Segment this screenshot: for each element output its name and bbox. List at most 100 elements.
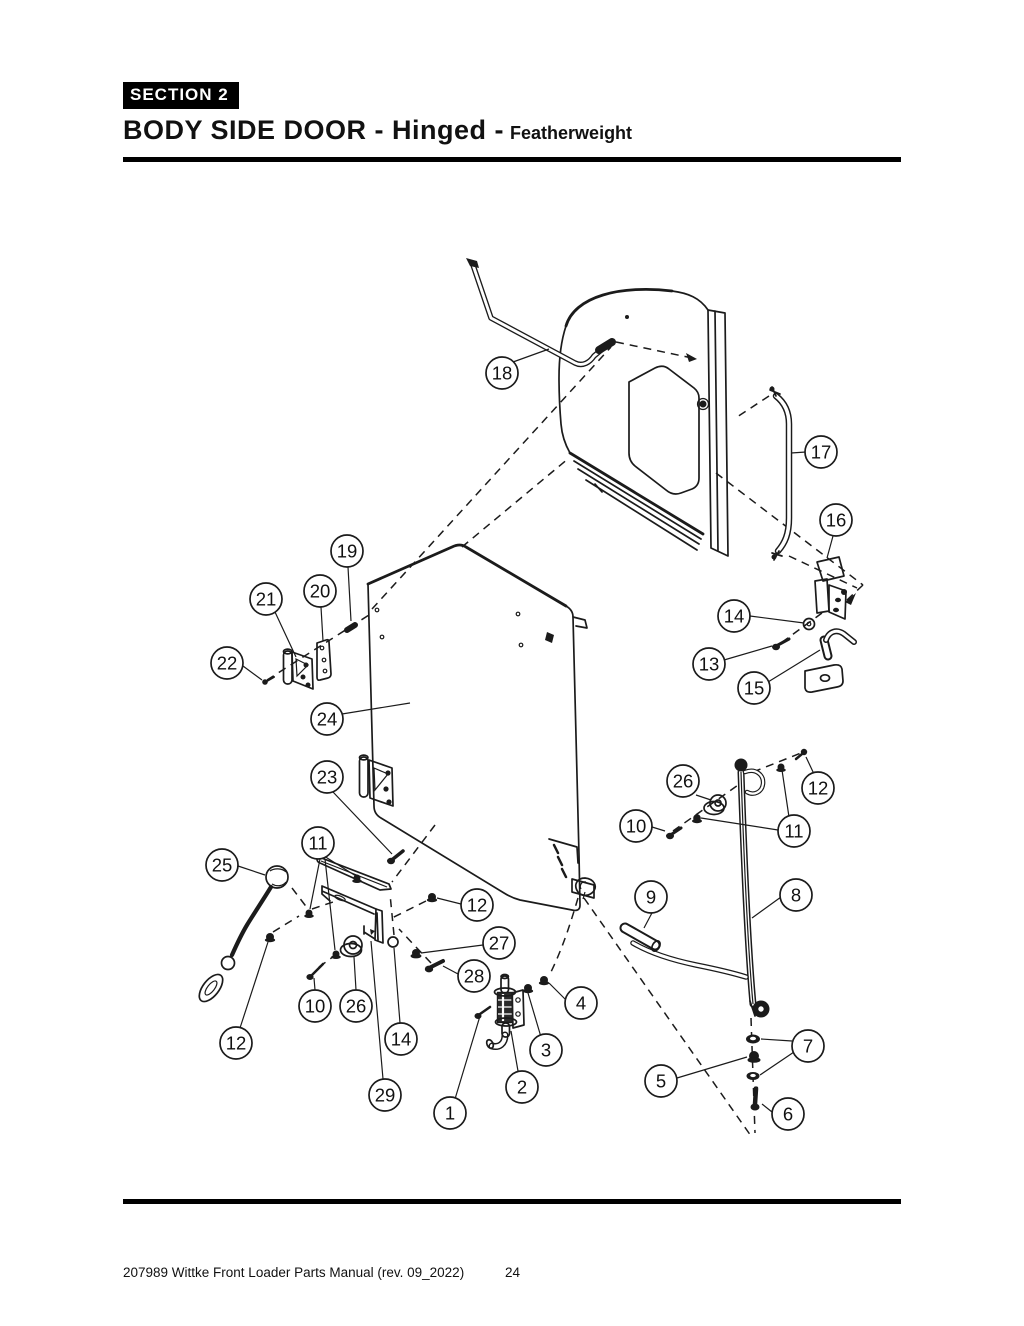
latch-bracket-assembly <box>264 849 445 980</box>
callout-9: 9 <box>634 880 668 914</box>
bolt-28 <box>424 959 445 973</box>
screw-10-right <box>666 826 683 840</box>
svg-text:18: 18 <box>492 363 513 384</box>
svg-text:26: 26 <box>673 771 694 792</box>
screw-10-left <box>306 962 325 980</box>
svg-text:12: 12 <box>467 895 488 916</box>
handle-15 <box>804 628 857 694</box>
callout-26: 26 <box>339 989 373 1023</box>
callout-10: 10 <box>619 809 653 843</box>
backing-plate-20 <box>316 638 332 682</box>
callout-19: 19 <box>330 534 364 568</box>
nut-12-left <box>264 933 276 943</box>
nut-11-top <box>776 763 786 772</box>
svg-text:3: 3 <box>541 1040 551 1061</box>
bolt-6 <box>750 1086 760 1111</box>
hinge-exploded-group <box>262 622 358 690</box>
svg-text:10: 10 <box>305 996 326 1017</box>
bolt-23 <box>387 849 405 865</box>
callout-11: 11 <box>301 826 335 860</box>
door-panel <box>358 543 596 912</box>
callout-24: 24 <box>310 702 344 736</box>
prop-rod-assembly <box>630 758 770 1018</box>
callout-20: 20 <box>303 574 337 608</box>
nut-27 <box>410 949 422 959</box>
bracket-29 <box>321 885 384 944</box>
callout-12: 12 <box>801 771 835 805</box>
latch-handle-group <box>772 617 857 694</box>
callout-4: 4 <box>564 986 598 1020</box>
callout-23: 23 <box>310 760 344 794</box>
bushing-26-left <box>339 935 363 958</box>
svg-text:1: 1 <box>445 1103 455 1124</box>
nut-4 <box>538 976 550 986</box>
callout-13: 13 <box>692 647 726 681</box>
callout-28: 28 <box>457 959 491 993</box>
spring-latch-assembly <box>485 973 525 1050</box>
svg-text:21: 21 <box>256 589 277 610</box>
svg-text:27: 27 <box>489 933 510 954</box>
check-strap <box>769 386 793 561</box>
callout-17: 17 <box>804 435 838 469</box>
door-hinge-attached <box>358 754 394 807</box>
screw-22 <box>262 676 275 685</box>
callout-8: 8 <box>779 878 813 912</box>
nut-11-right <box>692 814 702 824</box>
striker-bracket <box>814 556 847 620</box>
svg-text:23: 23 <box>317 767 338 788</box>
svg-text:9: 9 <box>646 887 656 908</box>
svg-text:11: 11 <box>784 821 803 842</box>
svg-text:5: 5 <box>656 1071 666 1092</box>
nut-11-left <box>304 909 314 918</box>
washer-7-top <box>746 1034 760 1044</box>
svg-text:16: 16 <box>826 510 847 531</box>
page-header: SECTION 2 BODY SIDE DOOR - Hinged -Feath… <box>123 82 901 146</box>
nut-11-lower <box>331 950 341 959</box>
svg-text:14: 14 <box>391 1029 412 1050</box>
nut-3 <box>522 984 534 994</box>
svg-text:22: 22 <box>217 653 238 674</box>
callout-12: 12 <box>460 888 494 922</box>
svg-text:24: 24 <box>317 709 338 730</box>
washer-7-bottom <box>746 1072 760 1080</box>
callout-16: 16 <box>819 503 853 537</box>
svg-text:13: 13 <box>699 654 720 675</box>
page-footer: 207989 Wittke Front Loader Parts Manual … <box>123 1265 901 1280</box>
callout-10: 10 <box>298 989 332 1023</box>
callout-27: 27 <box>482 926 516 960</box>
svg-text:10: 10 <box>626 816 647 837</box>
callout-14: 14 <box>717 599 751 633</box>
handle-pad-9 <box>619 922 661 952</box>
washer-14-left <box>387 936 399 948</box>
callout-3: 3 <box>529 1033 563 1067</box>
callout-21: 21 <box>249 582 283 616</box>
door-striker <box>575 877 596 900</box>
svg-text:7: 7 <box>803 1036 813 1057</box>
callout-18: 18 <box>485 356 519 390</box>
callout-14: 14 <box>384 1022 418 1056</box>
svg-text:17: 17 <box>811 442 832 463</box>
svg-text:25: 25 <box>212 855 233 876</box>
callout-11: 11 <box>777 814 811 848</box>
callout-2: 2 <box>505 1070 539 1104</box>
hinge-21 <box>282 648 314 690</box>
body-opening-panel <box>558 287 729 557</box>
callout-leader-lines <box>237 348 834 1113</box>
hinge-pin-19 <box>344 622 358 633</box>
svg-text:15: 15 <box>744 678 765 699</box>
nut-5 <box>747 1051 761 1063</box>
bolt-13 <box>772 637 791 651</box>
svg-text:12: 12 <box>808 778 829 799</box>
callout-22: 22 <box>210 646 244 680</box>
svg-text:20: 20 <box>310 581 331 602</box>
page-number: 24 <box>505 1265 521 1280</box>
svg-text:28: 28 <box>464 966 485 987</box>
screw-1 <box>474 1005 492 1019</box>
callout-15: 15 <box>737 671 771 705</box>
section-badge: SECTION 2 <box>123 82 239 109</box>
nut-12-mid <box>426 893 438 903</box>
callout-26: 26 <box>666 764 700 798</box>
release-rod <box>466 258 616 368</box>
